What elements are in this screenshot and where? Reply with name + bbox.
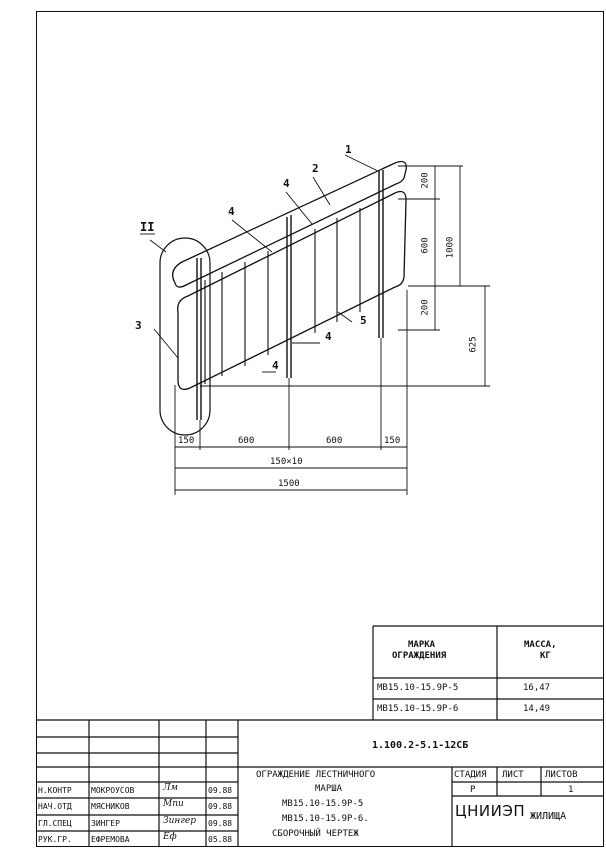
stage-label: СТАДИЯ	[454, 770, 487, 780]
dim-150-right: 150	[384, 436, 401, 446]
spec-row-1-mass: 16,47	[523, 683, 551, 693]
posts	[196, 170, 384, 420]
signature-1: Лм	[163, 783, 178, 793]
signature-4: Еф	[163, 832, 177, 842]
role-3: ГЛ.СПЕЦ	[38, 819, 72, 828]
callout-4a: 4	[283, 177, 290, 190]
title-line-3: МВ15.10-15.9Р-5	[282, 799, 364, 809]
balusters	[204, 208, 361, 384]
spec-header-mark-line2: ОГРАЖДЕНИЯ	[392, 651, 447, 661]
signature-2: Мпи	[163, 799, 184, 809]
date-1: 09.88	[208, 786, 233, 795]
spec-row-1-mark: МВ15.10-15.9Р-5	[377, 683, 459, 693]
name-1: МОКРОУСОВ	[91, 786, 135, 795]
spec-row-2-mark: МВ15.10-15.9Р-6	[377, 704, 459, 714]
role-1: Н.КОНТР	[38, 786, 72, 795]
sheet-label: ЛИСТ	[502, 770, 524, 780]
organization-name-part1: ЦНИИЭП	[455, 802, 526, 820]
spec-header-mark-line1: МАРКА	[408, 640, 436, 650]
dim-150-left: 150	[178, 436, 195, 446]
name-2: МЯСНИКОВ	[91, 802, 130, 811]
sheets-value: 1	[568, 785, 574, 795]
organization-name-part2: ЖИЛИЩА	[530, 811, 567, 822]
date-2: 09.88	[208, 802, 233, 811]
drawing-frame	[36, 11, 604, 847]
horizontal-dimensions	[174, 290, 408, 495]
role-4: РУК.ГР.	[38, 835, 72, 844]
document-code: 1.100.2-5.1-12СБ	[372, 740, 469, 751]
stage-value: Р	[470, 785, 476, 795]
sheets-label: ЛИСТОВ	[545, 770, 578, 780]
signature-3: Зингер	[163, 816, 196, 826]
callout-4d: 4	[272, 359, 279, 372]
name-4: ЕФРЕМОВА	[91, 835, 130, 844]
title-line-1: ОГРАЖДЕНИЕ ЛЕСТНИЧНОГО	[256, 770, 376, 780]
title-line-5: СБОРОЧНЫЙ ЧЕРТЕЖ	[272, 829, 359, 839]
callout-4c: 4	[325, 330, 332, 343]
dim-150x10: 150×10	[270, 457, 303, 467]
spec-row-2-mass: 14,49	[523, 704, 551, 714]
leader-lines	[140, 154, 381, 373]
name-3: ЗИНГЕР	[91, 819, 120, 828]
callout-2: 2	[312, 162, 319, 175]
handrail-upper	[172, 160, 407, 288]
role-2: НАЧ.ОТД	[38, 802, 72, 811]
callout-1: 1	[345, 143, 352, 156]
title-line-2: МАРША	[315, 784, 343, 794]
vertical-dimensions	[200, 165, 490, 387]
callout-5: 5	[360, 314, 367, 327]
date-4: 05.88	[208, 835, 233, 844]
callout-detail-ii: II	[140, 220, 155, 234]
date-3: 09.88	[208, 819, 233, 828]
spec-header-mass-line1: МАССА,	[524, 640, 557, 650]
dim-1500: 1500	[278, 479, 300, 489]
dim-600-left: 600	[238, 436, 255, 446]
callout-4b: 4	[228, 205, 235, 218]
title-line-4: МВ15.10-15.9Р-6.	[282, 814, 369, 824]
dim-600-right: 600	[326, 436, 343, 446]
bottom-rail-frame	[177, 190, 407, 391]
callout-3: 3	[135, 319, 142, 332]
spec-header-mass-line2: КГ	[540, 651, 551, 661]
